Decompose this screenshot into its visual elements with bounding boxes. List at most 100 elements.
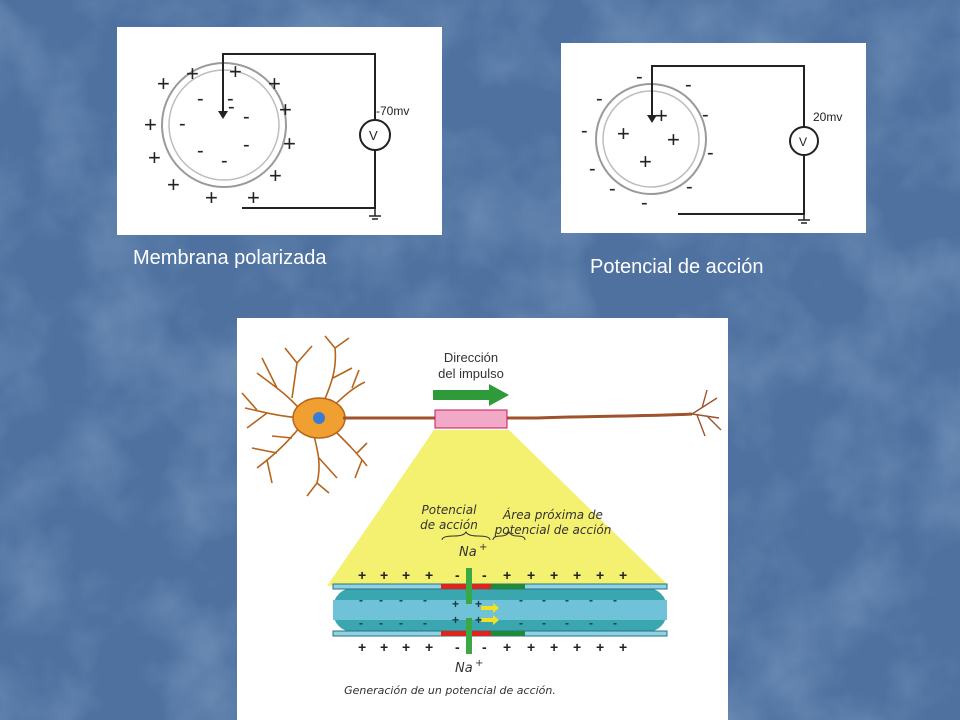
ion-charge-top: + xyxy=(479,542,487,553)
svg-text:-: - xyxy=(519,616,523,630)
ap-label-line2: de acción xyxy=(420,518,478,532)
svg-text:+: + xyxy=(527,567,535,583)
svg-text:+: + xyxy=(573,639,581,655)
voltmeter-label-right: V xyxy=(799,135,807,149)
svg-text:-: - xyxy=(565,593,569,607)
svg-text:+: + xyxy=(619,639,627,655)
axon-core xyxy=(333,600,667,620)
active-segment xyxy=(434,409,508,429)
outer-charges-bottom: ++++ -- ++++++ xyxy=(358,639,627,655)
svg-text:-: - xyxy=(379,616,383,630)
svg-text:-: - xyxy=(482,639,487,655)
caption-action-potential: Potencial de acción xyxy=(590,256,764,278)
svg-text:+: + xyxy=(144,112,157,137)
magnification-cone xyxy=(327,430,669,586)
outside-positive-charges: +++ +++ +++ +++ xyxy=(144,59,296,210)
svg-text:+: + xyxy=(573,567,581,583)
svg-text:-: - xyxy=(359,593,363,607)
axon-terminals xyxy=(691,389,722,437)
ion-label-bottom: Na xyxy=(455,661,473,676)
svg-text:+: + xyxy=(667,127,680,152)
svg-text:+: + xyxy=(503,567,511,583)
svg-text:-: - xyxy=(636,66,643,88)
svg-text:+: + xyxy=(452,597,459,611)
svg-text:+: + xyxy=(503,639,511,655)
svg-text:-: - xyxy=(221,150,228,172)
svg-text:-: - xyxy=(227,88,234,110)
svg-text:-: - xyxy=(228,96,235,118)
direction-arrow-shaft xyxy=(433,390,489,400)
outside-negative-charges: --- --- --- - xyxy=(581,66,714,214)
svg-text:+: + xyxy=(402,639,410,655)
svg-text:+: + xyxy=(619,567,627,583)
caption-polarized-membrane: Membrana polarizada xyxy=(133,247,327,269)
svg-text:-: - xyxy=(423,616,427,630)
svg-text:-: - xyxy=(455,639,460,655)
outer-charges-top: ++++ -- ++++++ xyxy=(358,567,627,583)
svg-text:+: + xyxy=(402,567,410,583)
svg-text:+: + xyxy=(617,121,630,146)
svg-text:-: - xyxy=(609,178,616,200)
ap-label-line1: Potencial xyxy=(422,503,478,517)
svg-text:+: + xyxy=(639,149,652,174)
current-arrow-bottom xyxy=(481,615,499,625)
near-area-label-line2: potencial de acción xyxy=(494,523,612,537)
svg-text:-: - xyxy=(589,593,593,607)
voltage-reading-left: -70mv xyxy=(376,104,409,118)
svg-text:-: - xyxy=(423,593,427,607)
near-area-label-line1: Área próxima de xyxy=(502,507,603,522)
svg-text:+: + xyxy=(425,639,433,655)
svg-text:-: - xyxy=(197,140,204,162)
svg-text:-: - xyxy=(596,88,603,110)
svg-text:-: - xyxy=(542,616,546,630)
svg-text:+: + xyxy=(475,613,482,627)
svg-text:+: + xyxy=(550,639,558,655)
svg-text:-: - xyxy=(686,176,693,198)
svg-text:+: + xyxy=(167,172,180,197)
voltage-reading-right: 20mv xyxy=(813,110,842,124)
svg-text:-: - xyxy=(519,593,523,607)
nucleus xyxy=(313,412,325,424)
inside-negative-charges: --- --- -- xyxy=(179,88,250,172)
svg-text:-: - xyxy=(379,593,383,607)
svg-text:+: + xyxy=(452,613,459,627)
ion-charge-bottom: + xyxy=(475,658,483,669)
svg-text:-: - xyxy=(455,567,460,583)
svg-text:+: + xyxy=(380,639,388,655)
svg-text:-: - xyxy=(641,192,648,214)
svg-text:+: + xyxy=(283,131,296,156)
direction-label-line2: del impulso xyxy=(438,366,504,381)
direction-label-line1: Dirección xyxy=(444,350,498,365)
svg-text:+: + xyxy=(550,567,558,583)
svg-text:+: + xyxy=(269,163,282,188)
inner-charges: ---- ++ ----- ---- ++ ----- xyxy=(359,593,617,630)
svg-text:+: + xyxy=(425,567,433,583)
svg-text:+: + xyxy=(596,567,604,583)
svg-text:+: + xyxy=(205,185,218,210)
svg-text:-: - xyxy=(359,616,363,630)
direction-arrow-head xyxy=(489,384,509,406)
svg-text:+: + xyxy=(148,145,161,170)
svg-text:+: + xyxy=(358,639,366,655)
membrane-near-bottom xyxy=(491,631,525,636)
svg-text:+: + xyxy=(157,71,170,96)
svg-text:-: - xyxy=(243,106,250,128)
svg-text:+: + xyxy=(229,59,242,84)
axon xyxy=(343,412,693,420)
svg-text:+: + xyxy=(475,597,482,611)
near-brace xyxy=(492,530,526,541)
svg-text:+: + xyxy=(268,71,281,96)
inside-positive-charges: +++ + xyxy=(617,103,680,174)
svg-text:-: - xyxy=(589,616,593,630)
svg-text:+: + xyxy=(655,103,668,128)
voltmeter-label-left: V xyxy=(369,128,378,143)
svg-text:-: - xyxy=(399,593,403,607)
svg-text:-: - xyxy=(482,567,487,583)
svg-text:-: - xyxy=(702,104,709,126)
dendrites xyxy=(241,335,368,497)
svg-text:+: + xyxy=(186,61,199,86)
svg-text:-: - xyxy=(565,616,569,630)
svg-text:+: + xyxy=(596,639,604,655)
svg-text:-: - xyxy=(179,113,186,135)
sodium-channel-bottom xyxy=(466,618,472,654)
